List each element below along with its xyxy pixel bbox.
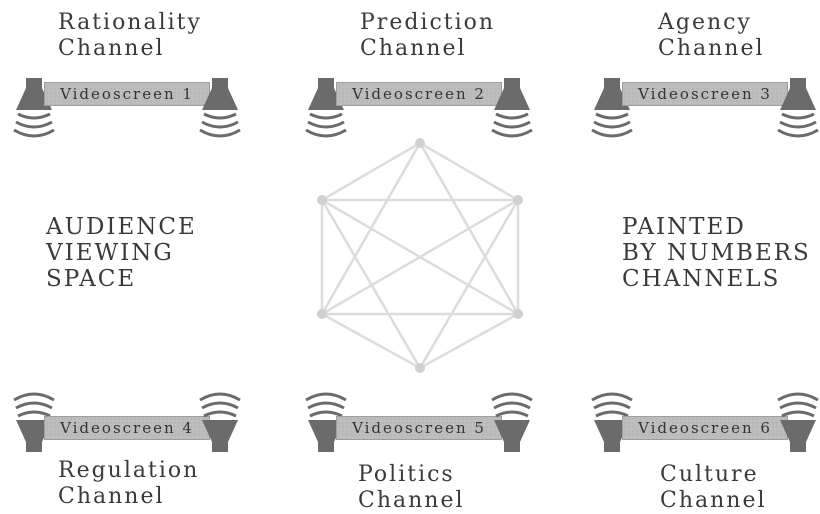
speaker-icon (13, 392, 55, 452)
videoscreen-label-2: Videoscreen 2 (336, 82, 502, 106)
speaker-icon (305, 392, 347, 452)
videoscreen-label-6: Videoscreen 6 (622, 416, 788, 440)
videoscreen-unit-5: Videoscreen 5 (304, 384, 534, 454)
speaker-icon (777, 78, 819, 138)
painted-by-numbers-label: PAINTED BY NUMBERS CHANNELS (622, 214, 811, 292)
speaker-icon (305, 78, 347, 138)
speaker-icon (777, 392, 819, 452)
videoscreen-label-4: Videoscreen 4 (44, 416, 210, 440)
hexagon-nodes (317, 138, 523, 373)
speaker-icon (591, 392, 633, 452)
videoscreen-label-3: Videoscreen 3 (622, 82, 788, 106)
speaker-icon (199, 392, 241, 452)
channel-title-agency: Agency Channel (658, 10, 765, 61)
channel-title-rationality: Rationality Channel (58, 10, 202, 61)
speaker-icon (491, 78, 533, 138)
videoscreen-label-1: Videoscreen 1 (44, 82, 210, 106)
videoscreen-unit-1: Videoscreen 1 (12, 76, 242, 146)
channel-title-prediction: Prediction Channel (360, 10, 496, 61)
videoscreen-label-5: Videoscreen 5 (336, 416, 502, 440)
speaker-icon (13, 78, 55, 138)
channel-title-politics: Politics Channel (358, 462, 465, 513)
videoscreen-unit-2: Videoscreen 2 (304, 76, 534, 146)
videoscreen-unit-6: Videoscreen 6 (590, 384, 820, 454)
videoscreen-unit-4: Videoscreen 4 (12, 384, 242, 454)
hexagon-network (317, 138, 523, 373)
audience-viewing-space-label: AUDIENCE VIEWING SPACE (46, 214, 197, 292)
speaker-icon (591, 78, 633, 138)
channel-title-culture: Culture Channel (660, 462, 767, 513)
videoscreen-unit-3: Videoscreen 3 (590, 76, 820, 146)
channel-title-regulation: Regulation Channel (58, 458, 200, 509)
speaker-icon (491, 392, 533, 452)
hexagon-edges (319, 140, 521, 371)
speaker-icon (199, 78, 241, 138)
